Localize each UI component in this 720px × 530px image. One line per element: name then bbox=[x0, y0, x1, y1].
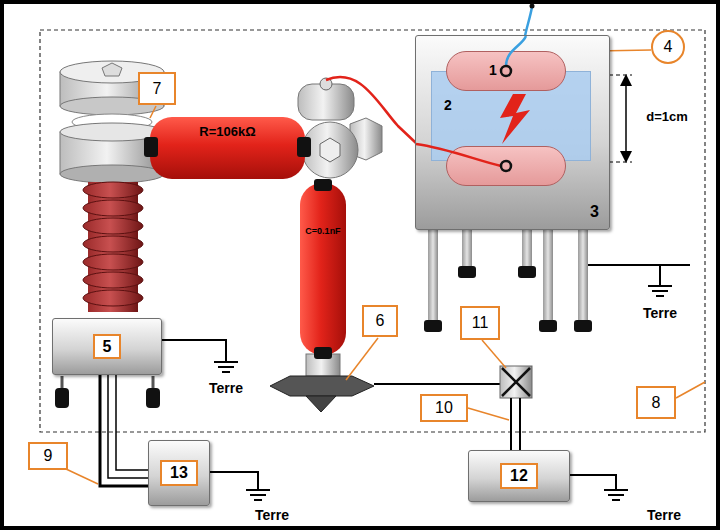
cell-legs bbox=[424, 230, 592, 332]
cross-box bbox=[500, 366, 532, 398]
node-label: 3 bbox=[590, 203, 599, 221]
cable bbox=[116, 375, 148, 470]
node-label: 12 bbox=[500, 463, 538, 489]
callout-number: 7 bbox=[138, 72, 176, 105]
measurement-unit: 12 bbox=[468, 450, 570, 502]
end-cap bbox=[144, 137, 158, 157]
callout-number: 11 bbox=[460, 306, 500, 340]
callout-number: 4 bbox=[651, 30, 685, 64]
cable bbox=[108, 375, 148, 478]
wire bbox=[374, 383, 500, 385]
signal-cable bbox=[525, 7, 532, 36]
callout-number: 9 bbox=[28, 442, 68, 470]
ground-label: Terre bbox=[636, 505, 692, 525]
ground-label: Terre bbox=[198, 378, 254, 398]
node-label: R=106kΩ bbox=[199, 125, 255, 139]
node-label: 2 bbox=[444, 98, 452, 113]
callout-number: 8 bbox=[636, 386, 676, 419]
capacitor: C=0.1nF bbox=[300, 183, 346, 355]
hv-wire bbox=[326, 77, 416, 143]
node-label: 5 bbox=[93, 334, 122, 360]
cable-10 bbox=[511, 398, 520, 451]
end-cap bbox=[314, 179, 332, 191]
control-unit: 13 bbox=[148, 440, 210, 506]
cable bbox=[100, 375, 148, 486]
resistor: R=106kΩ bbox=[150, 117, 305, 179]
ground-label: Terre bbox=[632, 303, 688, 323]
transformer-base: 5 bbox=[52, 318, 162, 375]
ground-label: Terre bbox=[244, 505, 300, 525]
dimension-label: d=1cm bbox=[636, 106, 698, 126]
callout-number: 6 bbox=[362, 305, 398, 337]
node-label: 13 bbox=[160, 460, 198, 486]
node-label: C=0.1nF bbox=[305, 227, 340, 237]
enclosure-8 bbox=[40, 30, 705, 432]
lower-electrode bbox=[446, 146, 566, 186]
callout-number: 10 bbox=[420, 394, 468, 422]
test-cell: 3 1 2 bbox=[415, 35, 610, 230]
end-cap bbox=[297, 137, 311, 157]
ground-symbols bbox=[162, 265, 690, 500]
end-cap bbox=[314, 347, 332, 359]
upper-electrode: 1 bbox=[446, 51, 566, 91]
node-label: 1 bbox=[489, 63, 497, 78]
